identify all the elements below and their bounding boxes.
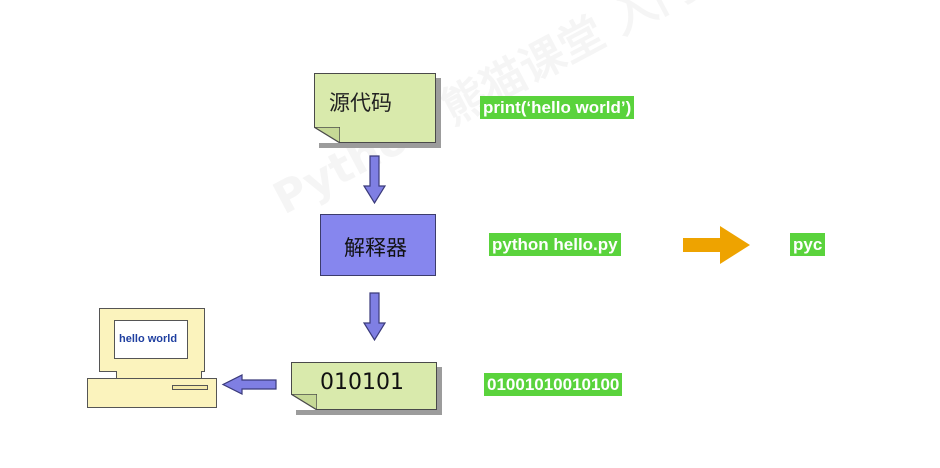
run-command-tag: python hello.py [489, 233, 621, 256]
binary-output-tag: 01001010010100 [484, 373, 623, 396]
disk-slot [172, 385, 208, 390]
pyc-tag: pyc [790, 233, 826, 256]
arrow-right-icon [683, 226, 750, 264]
interpreter-label: 解释器 [344, 236, 407, 260]
binary-code-label: 010101 [320, 370, 404, 395]
arrow-left-icon [221, 374, 277, 395]
source-code-label: 源代码 [329, 91, 392, 115]
computer-base [87, 378, 217, 408]
print-code-tag: print(‘hello world’) [480, 96, 635, 119]
source-code-box: 源代码 [314, 73, 436, 143]
page-fold-icon [291, 394, 317, 410]
arrow-down-icon [362, 155, 387, 205]
computer-screen: hello world [114, 320, 188, 359]
arrow-down-icon [362, 292, 387, 342]
page-fold-icon [314, 127, 340, 143]
interpreter-box: 解释器 [320, 214, 436, 276]
screen-text: hello world [119, 333, 178, 345]
binary-code-box: 010101 [291, 362, 437, 410]
computer-icon: hello world [99, 308, 205, 372]
